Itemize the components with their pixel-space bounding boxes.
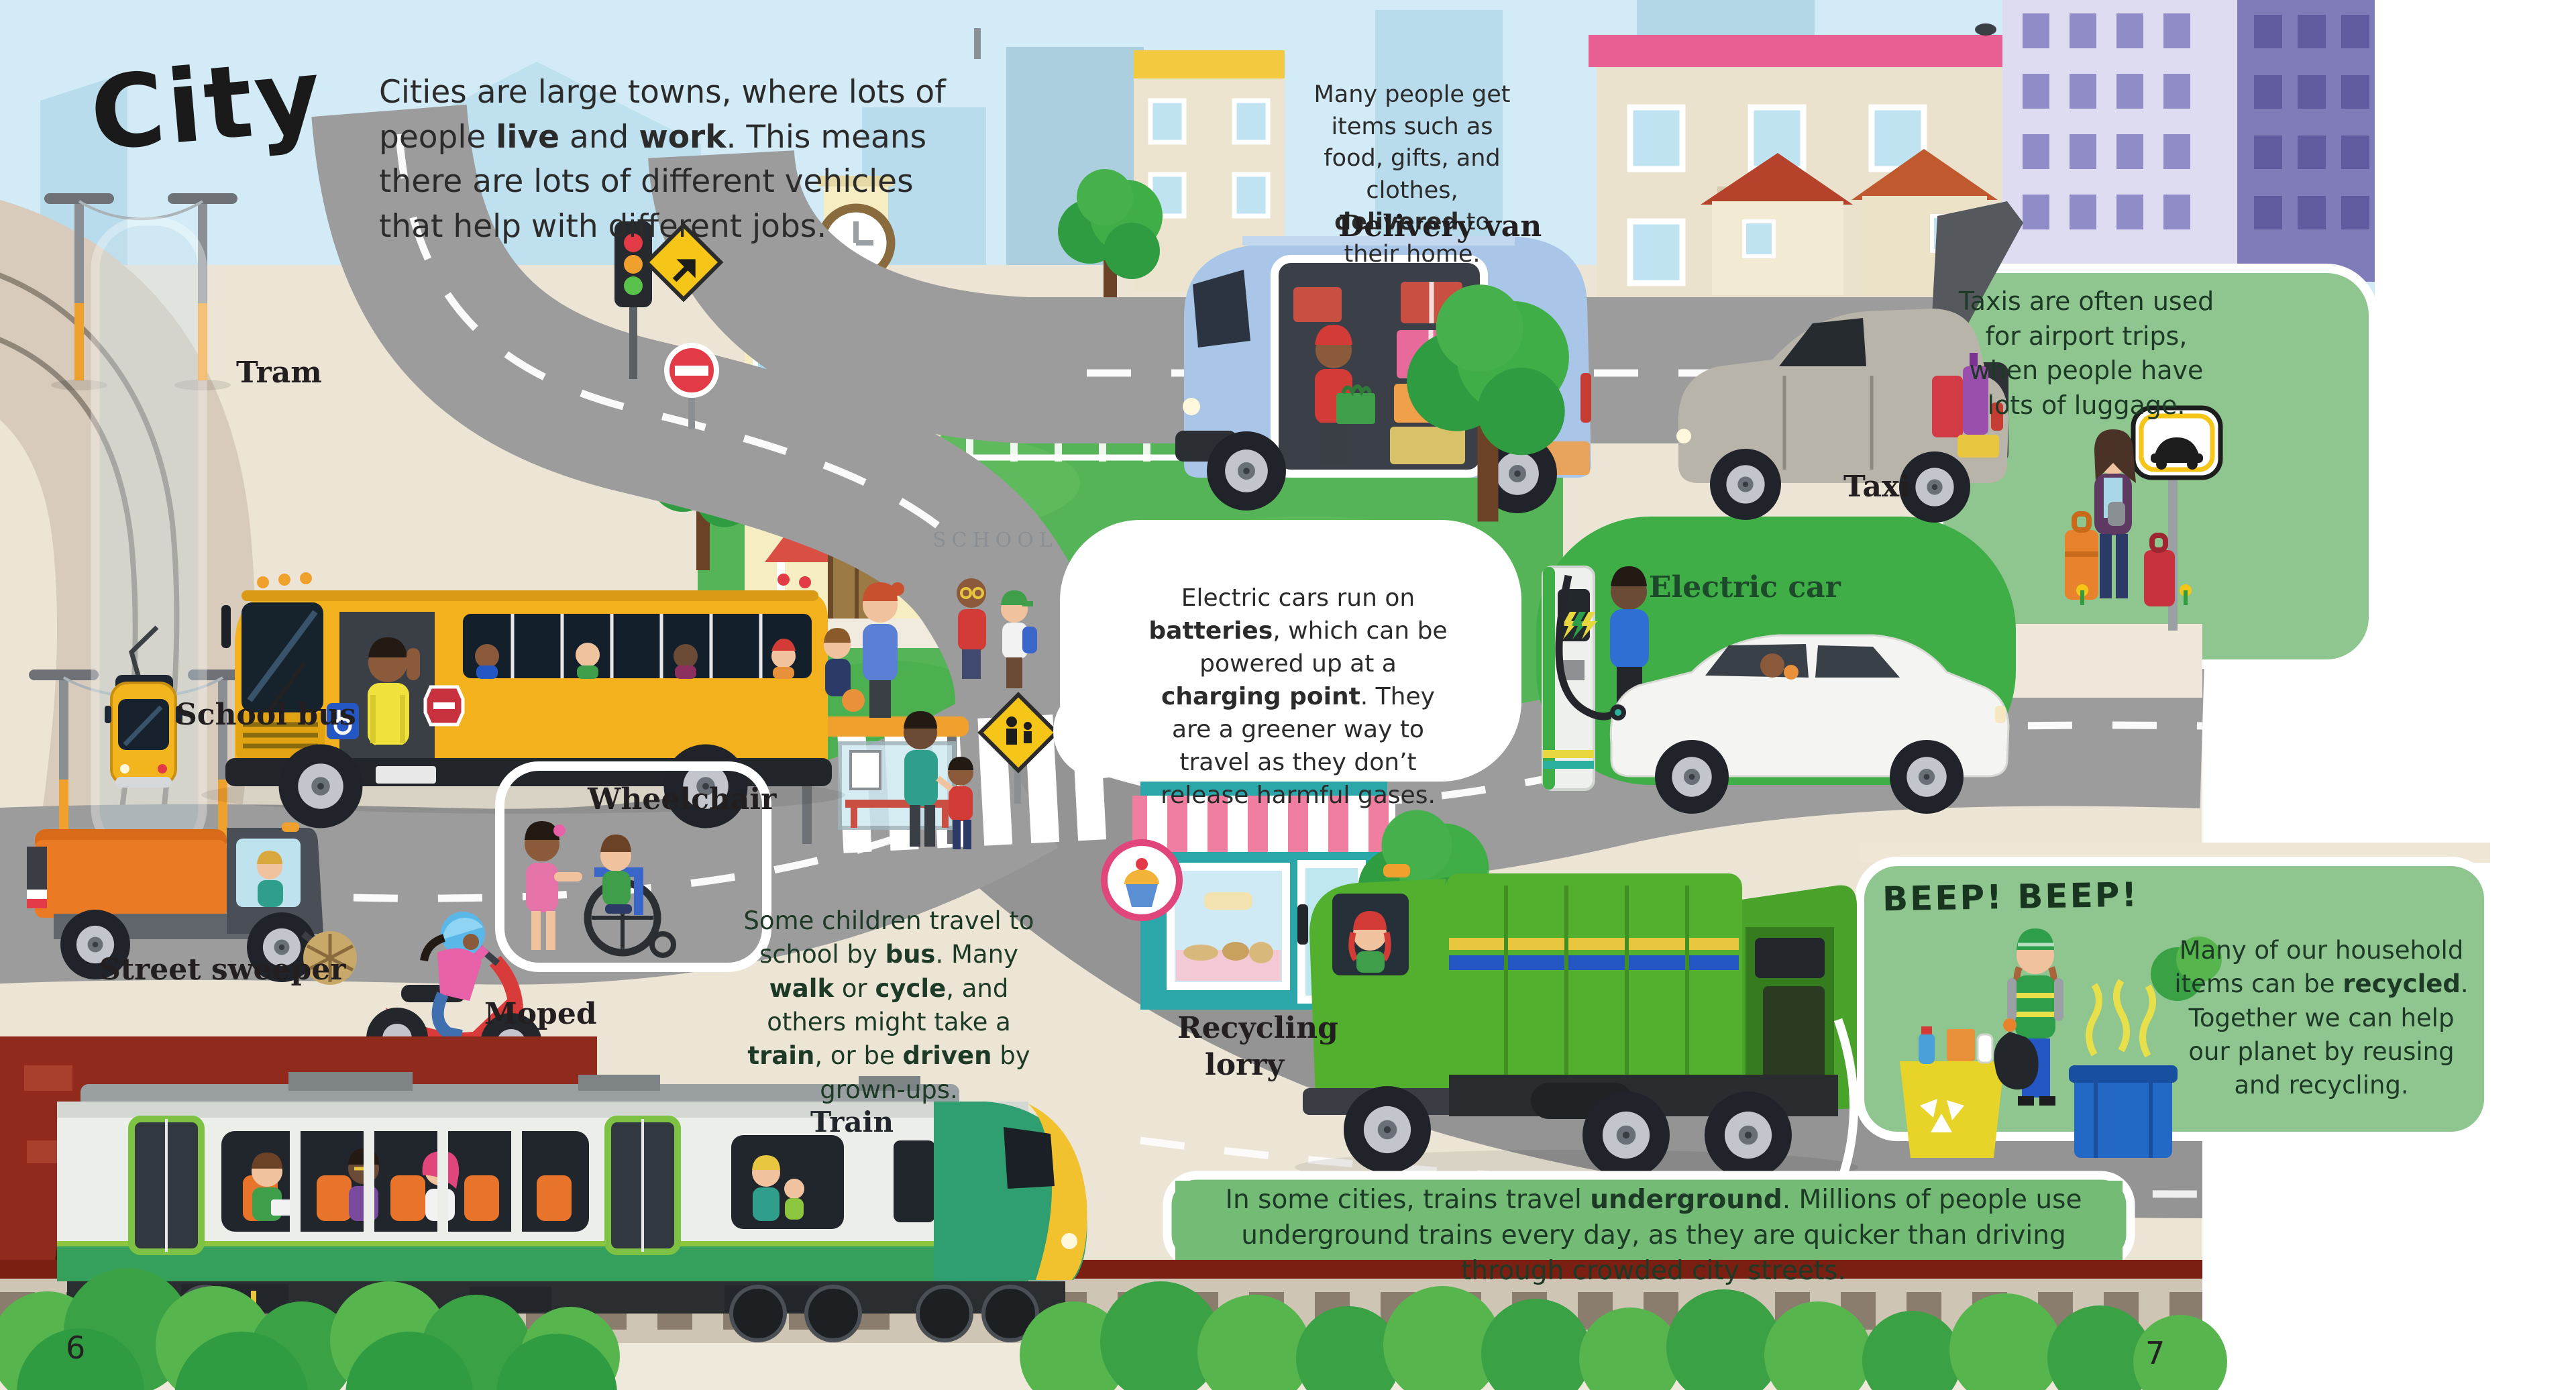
delivery-man — [1315, 325, 1375, 466]
electric-car[interactable] — [1609, 634, 2010, 814]
no-entry-icon — [664, 343, 719, 429]
beep-sound: BEEP! BEEP! — [1882, 875, 2139, 919]
recycling-lorry-label: Recycling lorry — [1177, 1011, 1338, 1082]
crossing-family — [904, 711, 973, 849]
tram[interactable] — [105, 625, 182, 788]
lorry-driver — [1348, 911, 1391, 973]
moped-rider — [420, 912, 489, 1042]
moped-label: Moped — [484, 997, 597, 1031]
crossing-sign-icon — [977, 692, 1059, 804]
page-title: City — [86, 37, 328, 174]
intro-paragraph: Cities are large towns, where lots of pe… — [379, 74, 946, 246]
taxi-stand-icon — [2139, 413, 2215, 472]
bushes — [0, 937, 2227, 1390]
train-label: Train — [810, 1106, 894, 1138]
taxi-passenger — [2094, 429, 2136, 598]
smell-lines — [2086, 979, 2156, 1058]
wheelchair-icon — [327, 703, 359, 739]
purple-skyscraper — [2002, 0, 2375, 282]
delivery-paragraph: Many people get items such as food, gift… — [1313, 81, 1511, 268]
tram-label: Tram — [236, 356, 322, 390]
recycling-paragraph: Many of our household items can be recyc… — [2174, 936, 2469, 1100]
taxi-stand — [2065, 405, 2223, 631]
street-sweeper-label: Street sweeper — [99, 953, 346, 987]
bus-stop-sign — [423, 685, 465, 727]
school-people — [824, 578, 1037, 718]
wheelchair-group — [525, 821, 676, 958]
school-bus-label: School bus — [176, 698, 356, 732]
wheelchair-flap[interactable] — [495, 761, 771, 972]
page-number-left: 6 — [66, 1330, 86, 1366]
bin-blue — [2069, 1065, 2178, 1158]
cupcake-icon — [1101, 839, 1183, 921]
electric-paragraph: Electric cars run on batteries, which ca… — [1148, 584, 1448, 809]
page-number-right: 7 — [2145, 1335, 2165, 1371]
suitcase-red — [2144, 550, 2175, 606]
school-bus[interactable] — [221, 572, 832, 828]
electric-speech-bubble[interactable] — [1053, 520, 1521, 782]
taxi-paragraph: Taxis are often used for airport trips, … — [1958, 286, 2214, 421]
traffic-light-icon — [614, 221, 724, 379]
recycling-crew — [1900, 928, 2178, 1158]
school-travel-paragraph: Some children travel to school by bus. M… — [743, 906, 1034, 1104]
school-sign-text: SCHOOL — [932, 529, 1058, 552]
delivery-van-label: Delivery van — [1338, 209, 1542, 244]
electric-car-label: Electric car — [1649, 570, 1841, 604]
rubbish-bag — [1994, 1032, 2039, 1090]
bus-children — [475, 639, 796, 679]
street-sweeper[interactable] — [27, 822, 357, 985]
taxi-trunk-lid — [1932, 201, 2023, 323]
underground-paragraph: In some cities, trains travel undergroun… — [1225, 1185, 2082, 1287]
taxi[interactable] — [1676, 201, 2023, 523]
recycle-icon — [1920, 1099, 1964, 1132]
recycling-worker — [1994, 928, 2063, 1106]
taxi-label: Taxi — [1843, 470, 1911, 504]
wheelchair-label: Wheelchair — [588, 782, 777, 816]
suitcase-orange — [2065, 530, 2098, 600]
recycling-lorry[interactable] — [1297, 864, 1858, 1188]
charging-cable — [1555, 574, 1618, 720]
charging-point — [1542, 566, 1597, 791]
